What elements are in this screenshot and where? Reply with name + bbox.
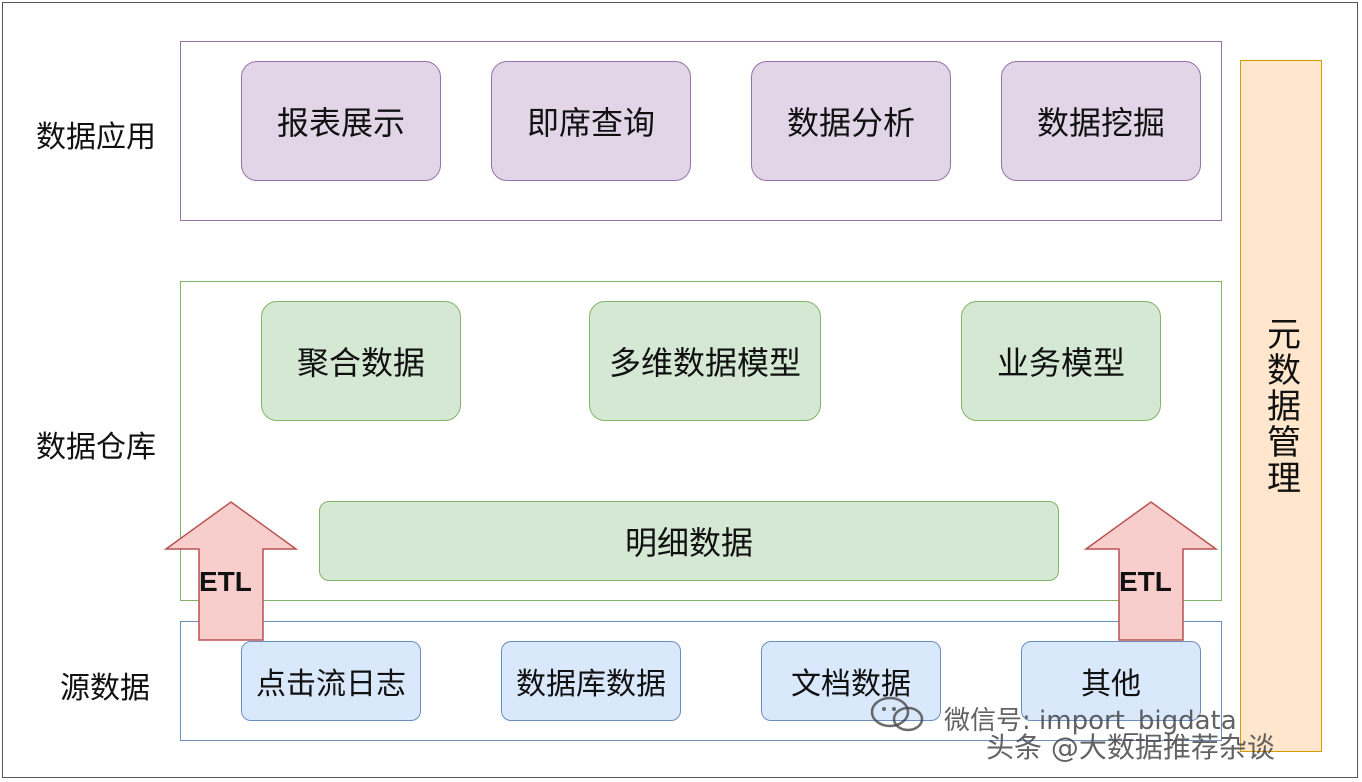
metadata-label: 元数据管理: [1260, 316, 1301, 496]
dw-box-aggregate: 聚合数据: [261, 301, 461, 421]
src-box-clickstream: 点击流日志: [241, 641, 421, 721]
dw-box-detail: 明细数据: [319, 501, 1059, 581]
etl-label-right: ETL: [1119, 566, 1172, 597]
watermark-wechat: 微信号: import_bigdata: [944, 706, 1237, 736]
etl-label-left: ETL: [199, 566, 252, 597]
dw-box-multidim-model: 多维数据模型: [589, 301, 821, 421]
etl-arrow-right: [1083, 501, 1219, 641]
app-box-mining: 数据挖掘: [1001, 61, 1201, 181]
wechat-icon: [870, 696, 924, 732]
layer-label-application: 数据应用: [36, 120, 156, 155]
app-box-adhoc-query: 即席查询: [491, 61, 691, 181]
app-box-report: 报表展示: [241, 61, 441, 181]
src-box-database: 数据库数据: [501, 641, 681, 721]
src-box-other: 其他: [1021, 641, 1201, 721]
metadata-management-box: 元数据管理: [1240, 60, 1322, 752]
layer-label-warehouse: 数据仓库: [36, 430, 156, 465]
dw-box-business-model: 业务模型: [961, 301, 1161, 421]
src-box-documents: 文档数据: [761, 641, 941, 721]
etl-arrow-left: [163, 501, 299, 641]
layer-label-source: 源数据: [60, 671, 150, 706]
app-box-analysis: 数据分析: [751, 61, 951, 181]
watermark-toutiao: 头条 @大数据推荐杂谈: [986, 731, 1275, 764]
